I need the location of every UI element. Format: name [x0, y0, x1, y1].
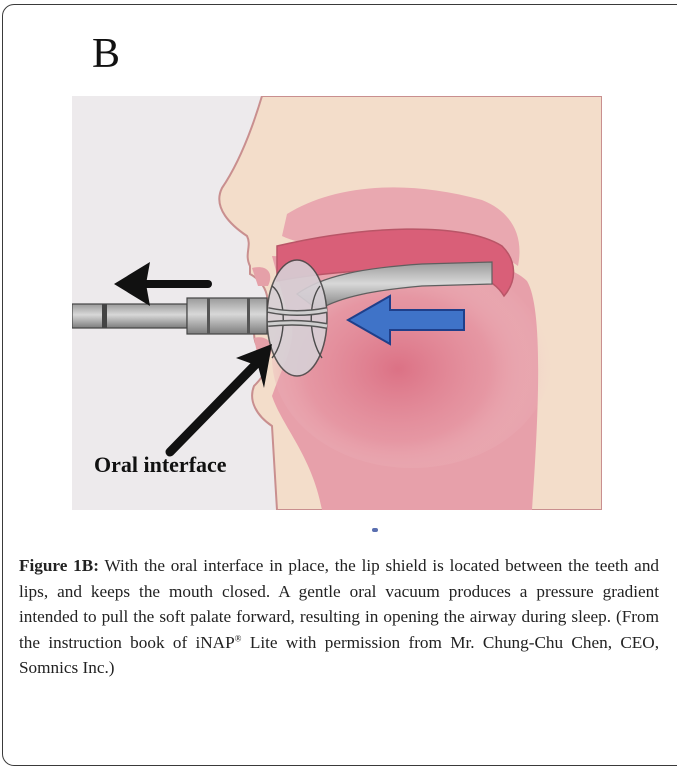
- external-tube: [72, 304, 187, 328]
- panel-letter: B: [92, 30, 120, 78]
- oral-interface-label: Oral interface: [94, 452, 227, 477]
- stray-mark: [372, 528, 378, 532]
- figure-illustration: Oral interface: [72, 96, 602, 510]
- figure-caption: Figure 1B: With the oral interface in pl…: [19, 553, 659, 681]
- caption-label: Figure 1B:: [19, 556, 99, 575]
- registered-mark: ®: [235, 633, 242, 643]
- lip-shield: [267, 260, 327, 376]
- tube-connector: [187, 298, 267, 334]
- airway-diagram: Oral interface: [72, 96, 602, 510]
